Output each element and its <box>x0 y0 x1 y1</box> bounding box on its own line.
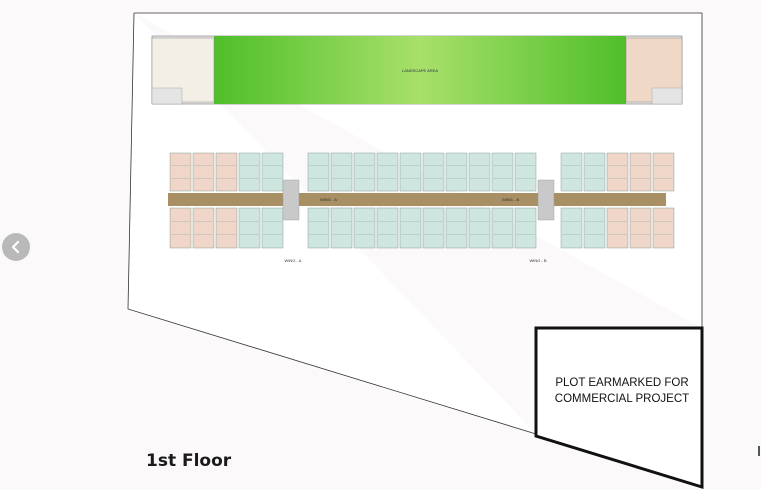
landscape-label: LANDSCAPE AREA <box>402 68 438 73</box>
landscape-area <box>214 36 626 104</box>
apartment-unit <box>169 207 192 249</box>
corridor-label-a: WING - A <box>320 197 337 202</box>
apartment-unit <box>261 207 284 249</box>
apartment-unit <box>353 152 376 192</box>
corridor-label-b: WING - B <box>502 197 519 202</box>
apartment-unit <box>514 207 537 249</box>
lift-core-b <box>537 179 555 221</box>
apartment-unit <box>192 207 215 249</box>
floor-title: 1st Floor <box>146 451 232 471</box>
apartment-unit <box>468 207 491 249</box>
apartment-unit <box>583 152 606 192</box>
apartment-unit <box>169 152 192 192</box>
apartment-unit <box>376 207 399 249</box>
central-corridor <box>168 193 666 206</box>
apartment-unit <box>192 152 215 192</box>
apartment-unit <box>353 207 376 249</box>
plot-label-line2: COMMERCIAL PROJECT <box>555 393 689 405</box>
apartment-unit <box>238 207 261 249</box>
apartment-unit <box>629 152 652 192</box>
apartment-unit <box>330 207 353 249</box>
apartment-unit <box>422 207 445 249</box>
apartment-unit <box>307 152 330 192</box>
apartment-unit <box>422 152 445 192</box>
apartment-unit <box>652 207 675 249</box>
apartment-unit <box>652 152 675 192</box>
apartment-unit <box>215 207 238 249</box>
apartment-unit <box>238 152 261 192</box>
apartment-unit <box>399 152 422 192</box>
apartment-unit <box>491 207 514 249</box>
apartment-unit <box>330 152 353 192</box>
apartment-unit <box>376 152 399 192</box>
lift-core-a <box>282 179 300 221</box>
apartment-unit <box>445 207 468 249</box>
apartment-unit <box>399 207 422 249</box>
apartment-unit <box>514 152 537 192</box>
apartment-unit <box>261 152 284 192</box>
apartment-unit <box>606 207 629 249</box>
apartment-unit <box>560 207 583 249</box>
building-wings <box>169 152 675 249</box>
apartment-unit <box>583 207 606 249</box>
wing-b-label: WING - B <box>529 258 546 263</box>
apartment-unit <box>606 152 629 192</box>
plot-label-line1: PLOT EARMARKED FOR <box>555 377 688 389</box>
apartment-unit <box>215 152 238 192</box>
wing-a-label: WING - A <box>285 258 302 263</box>
edge-marker <box>758 446 760 456</box>
apartment-unit <box>445 152 468 192</box>
chevron-left-icon <box>11 240 20 254</box>
apartment-unit <box>560 152 583 192</box>
apartment-unit <box>629 207 652 249</box>
commercial-plot: PLOT EARMARKED FOR COMMERCIAL PROJECT <box>534 326 704 490</box>
apartment-unit <box>468 152 491 192</box>
apartment-unit <box>491 152 514 192</box>
podium-block: LANDSCAPE AREA <box>151 35 683 105</box>
apartment-unit <box>307 207 330 249</box>
previous-image-button[interactable] <box>2 233 30 261</box>
site-boundary <box>127 12 703 435</box>
